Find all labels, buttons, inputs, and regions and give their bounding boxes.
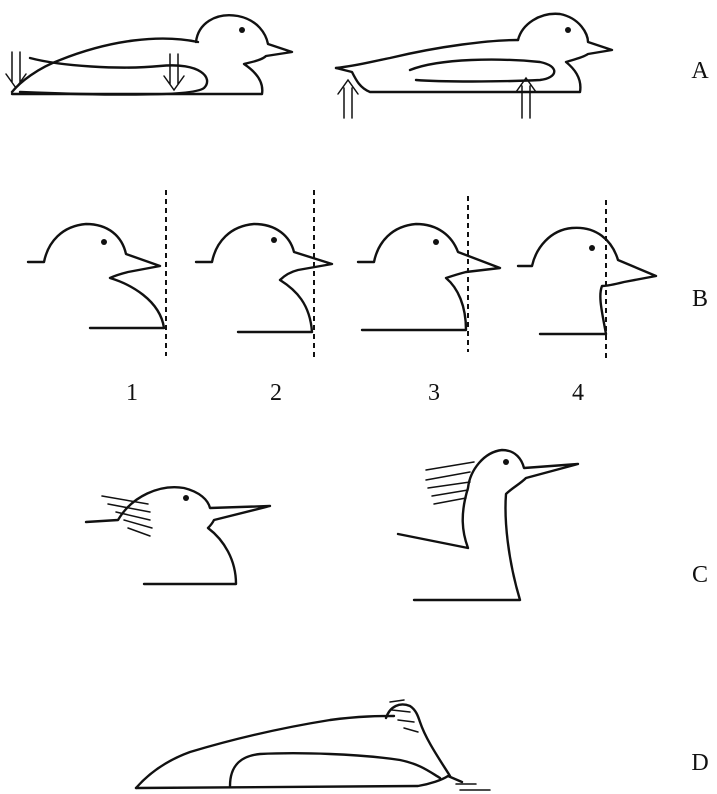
row-a-left-duck [6, 15, 292, 94]
row-c-merganser-head-raised [398, 450, 578, 600]
panel-b-number-1: 1 [126, 380, 138, 406]
row-b-head-3 [358, 196, 500, 352]
row-label-a: A [691, 58, 709, 84]
row-d-merganser-flat-posture [136, 700, 490, 790]
row-c-merganser-head-low [86, 487, 270, 584]
up-arrow-icon [516, 78, 536, 118]
up-arrow-icon [338, 80, 358, 118]
row-label-c: C [692, 562, 708, 588]
row-label-b: B [692, 286, 708, 312]
row-b-head-1 [28, 190, 166, 356]
row-a-right-duck [336, 14, 612, 118]
row-b-head-2 [196, 190, 332, 360]
row-b-head-4 [518, 200, 656, 360]
down-arrow-icon [164, 54, 184, 90]
panel-b-number-3: 3 [428, 380, 440, 406]
panel-b-number-4: 4 [572, 380, 584, 406]
row-label-d: D [691, 750, 708, 776]
panel-b-number-2: 2 [270, 380, 282, 406]
